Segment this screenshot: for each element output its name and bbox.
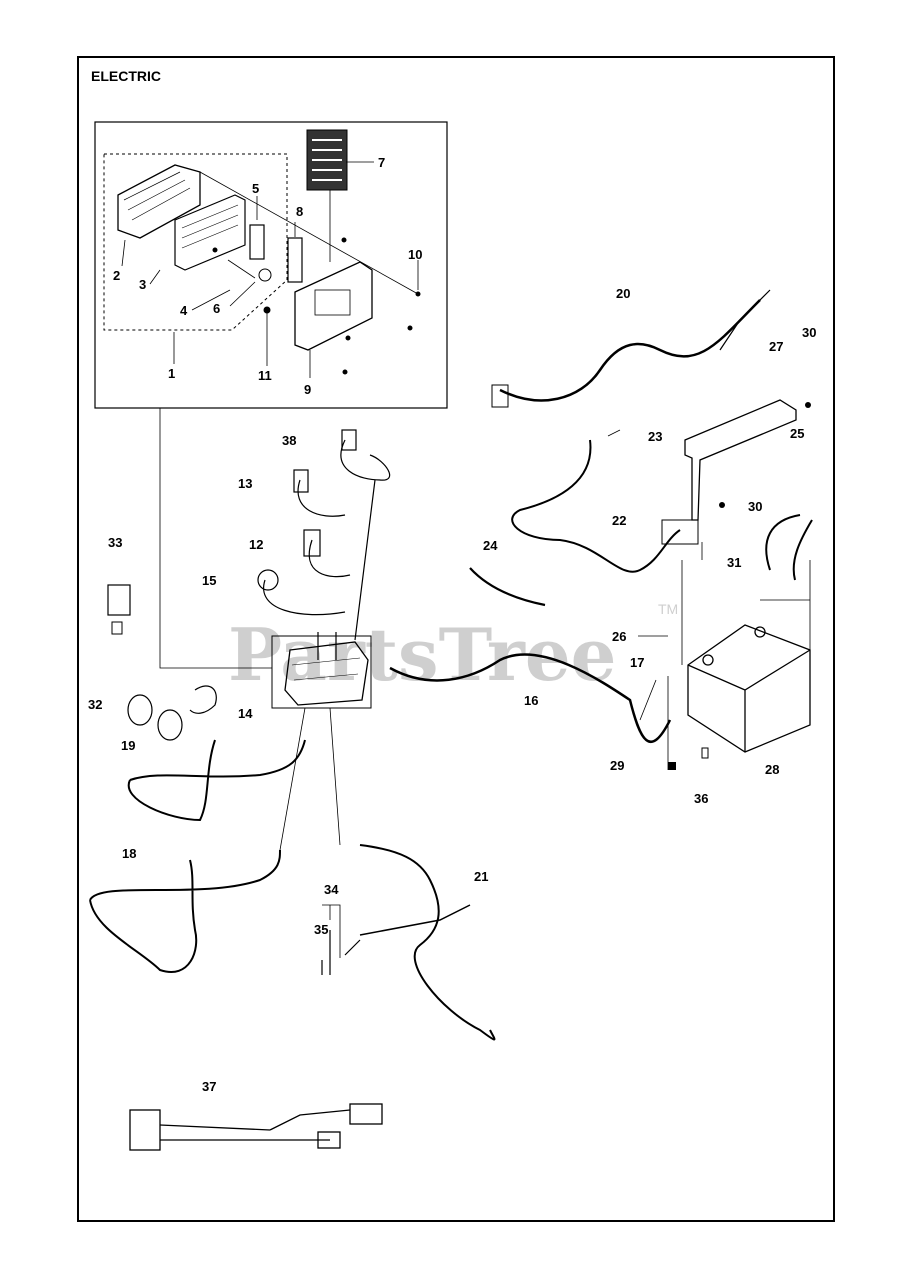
harness-group-upper: [257, 429, 391, 660]
label-12: 12: [249, 537, 263, 552]
label-24: 24: [483, 538, 498, 553]
label-19: 19: [121, 738, 135, 753]
label-1: 1: [168, 366, 175, 381]
part-34-35: [321, 930, 361, 975]
label-30-b: 30: [748, 499, 762, 514]
label-36: 36: [694, 791, 708, 806]
part-37-harness: [129, 1103, 383, 1151]
harness-19: [127, 739, 306, 822]
label-6: 6: [213, 301, 220, 316]
battery-28: [687, 624, 811, 753]
label-26: 26: [612, 629, 626, 644]
label-32: 32: [88, 697, 102, 712]
label-30-a: 30: [802, 325, 816, 340]
label-22: 22: [612, 513, 626, 528]
part-labels: 1 2 3 4 5 6 7 8 9 10 11 12 13 14 15 16 1…: [88, 155, 816, 1094]
label-3: 3: [139, 277, 146, 292]
label-15: 15: [202, 573, 216, 588]
label-11: 11: [258, 368, 272, 383]
label-5: 5: [252, 181, 259, 196]
part-32-lamp: [127, 694, 153, 726]
label-13: 13: [238, 476, 252, 491]
label-4: 4: [180, 303, 188, 318]
leader-box-module: [159, 408, 272, 669]
label-25: 25: [790, 426, 804, 441]
label-31: 31: [727, 555, 741, 570]
watermark-trademark: TM: [658, 601, 678, 617]
control-module-group: [94, 121, 448, 409]
cable-24: [469, 567, 546, 607]
label-10: 10: [408, 247, 422, 262]
label-28: 28: [765, 762, 779, 777]
label-27: 27: [769, 339, 783, 354]
label-29: 29: [610, 758, 624, 773]
label-14: 14: [238, 706, 253, 721]
label-38: 38: [282, 433, 296, 448]
label-37: 37: [202, 1079, 216, 1094]
label-17: 17: [630, 655, 644, 670]
harness-21: [359, 844, 496, 1041]
label-21: 21: [474, 869, 488, 884]
bracket-27: [684, 399, 797, 521]
harness-20: [499, 299, 761, 402]
label-33: 33: [108, 535, 122, 550]
harness-18: [89, 849, 281, 973]
label-35: 35: [314, 922, 328, 937]
watermark: PartsTree: [228, 612, 616, 697]
label-34: 34: [324, 882, 339, 897]
label-20: 20: [616, 286, 630, 301]
label-2: 2: [113, 268, 120, 283]
part-33-switch: [107, 584, 131, 616]
label-23: 23: [648, 429, 662, 444]
label-16: 16: [524, 693, 538, 708]
label-7: 7: [378, 155, 385, 170]
cable-25: [765, 514, 813, 581]
diagram-title: ELECTRIC: [91, 68, 161, 84]
label-18: 18: [122, 846, 136, 861]
leaders-right: [607, 429, 811, 770]
diagram-frame: [77, 56, 835, 1222]
label-9: 9: [304, 382, 311, 397]
ecu-module: [271, 635, 372, 709]
harness-22: [511, 439, 681, 573]
label-8: 8: [296, 204, 303, 219]
harness-16: [389, 653, 672, 743]
